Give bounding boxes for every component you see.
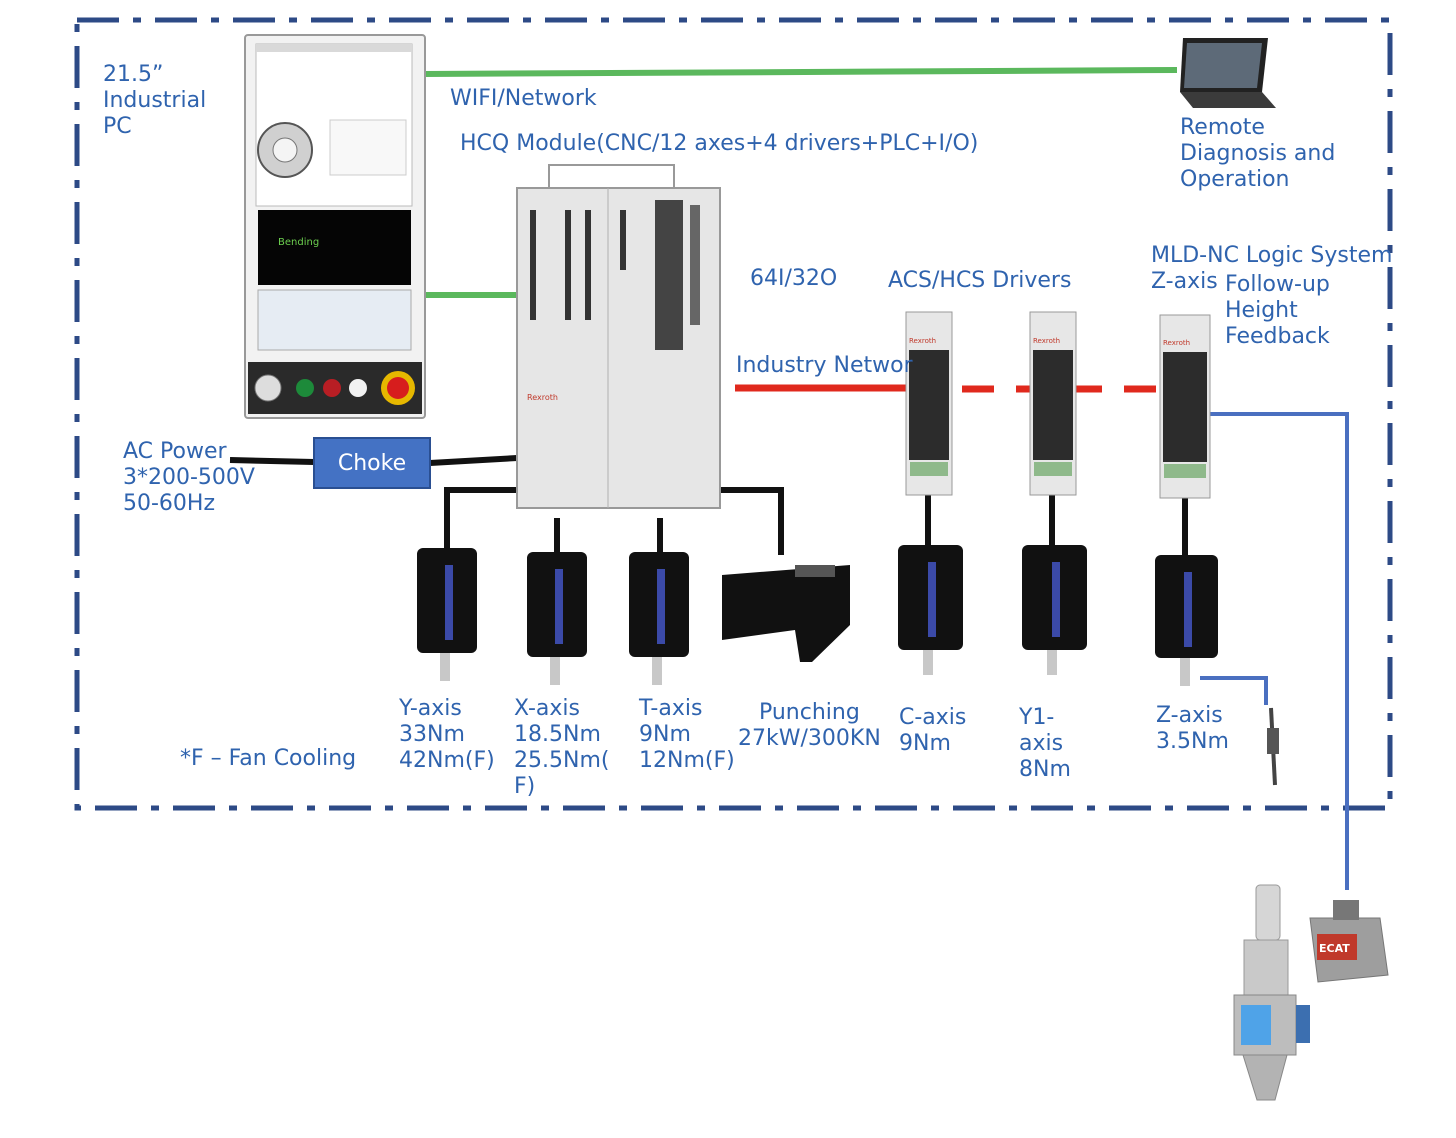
height-sensor: ECAT (1309, 900, 1389, 983)
punching-cable (714, 487, 784, 555)
x-axis-label: X-axis 18.5Nm 25.5Nm( F) (514, 696, 610, 799)
wifi-network-label: WIFI/Network (450, 86, 597, 111)
hcq-module: Rexroth (516, 164, 721, 509)
drive-y1-axis: Rexroth (1029, 311, 1077, 496)
drive-c-brand: Rexroth (909, 337, 936, 345)
system-boundary-frame (74, 17, 1393, 811)
laser-cutting-head (1233, 884, 1310, 1101)
follow-up-height-label: Follow-up Height Feedback (1225, 272, 1330, 349)
punching-unit (722, 565, 850, 662)
drive-z-brand: Rexroth (1163, 339, 1190, 347)
motor-x-axis (527, 552, 587, 685)
punching-label: Punching 27kW/300KN (738, 700, 881, 751)
motor-y1-axis (1022, 545, 1087, 675)
c-axis-label: C-axis 9Nm (899, 705, 967, 756)
wifi-network-line (424, 67, 1178, 77)
motor-t-axis (629, 552, 689, 685)
fan-cooling-note: *F – Fan Cooling (180, 746, 357, 771)
drive-c-axis: Rexroth (905, 311, 953, 496)
drive-y1-brand: Rexroth (1033, 337, 1060, 345)
z-axis-label: Z-axis 3.5Nm (1156, 703, 1229, 754)
laptop-icon (1180, 38, 1276, 108)
ball-screw (1267, 707, 1279, 786)
remote-diagnosis-label: Remote Diagnosis and Operation (1180, 115, 1336, 192)
y-axis-label: Y-axis 33Nm 42Nm(F) (399, 696, 495, 773)
sensor-brand-text: ECAT (1319, 942, 1350, 955)
y1-axis-label: Y1- axis 8Nm (1019, 705, 1071, 782)
ac-power-cable (229, 457, 315, 465)
drivers-label: ACS/HCS Drivers (888, 268, 1072, 293)
y-axis-cable (444, 487, 517, 548)
motor-c-axis (898, 545, 963, 675)
t-axis-label: T-axis 9Nm 12Nm(F) (639, 696, 735, 773)
io-count-label: 64I/32O (750, 266, 838, 291)
industry-network-label: Industry Networ (736, 353, 913, 378)
industrial-pc-label: 21.5” Industrial PC (103, 62, 207, 139)
pc-screen-text: Bending (278, 237, 319, 248)
choke-box: Choke (313, 437, 431, 489)
z-axis-follow-prefix: Z-axis (1151, 269, 1218, 294)
motor-z-axis (1155, 555, 1218, 686)
motor-y-axis (417, 548, 477, 681)
height-feedback-line (1205, 412, 1349, 890)
choke-hcq-cable (429, 455, 518, 466)
hcq-module-label: HCQ Module(CNC/12 axes+4 drivers+PLC+I/O… (460, 131, 979, 156)
drive-z-axis: Rexroth (1159, 314, 1211, 499)
hcq-brand-text: Rexroth (527, 393, 558, 402)
ac-power-label: AC Power 3*200-500V 50-60Hz (123, 439, 255, 516)
zaxis-screw-line (1200, 676, 1268, 705)
industrial-pc: Bending (244, 34, 426, 419)
mld-logic-label: MLD-NC Logic System (1151, 243, 1393, 268)
